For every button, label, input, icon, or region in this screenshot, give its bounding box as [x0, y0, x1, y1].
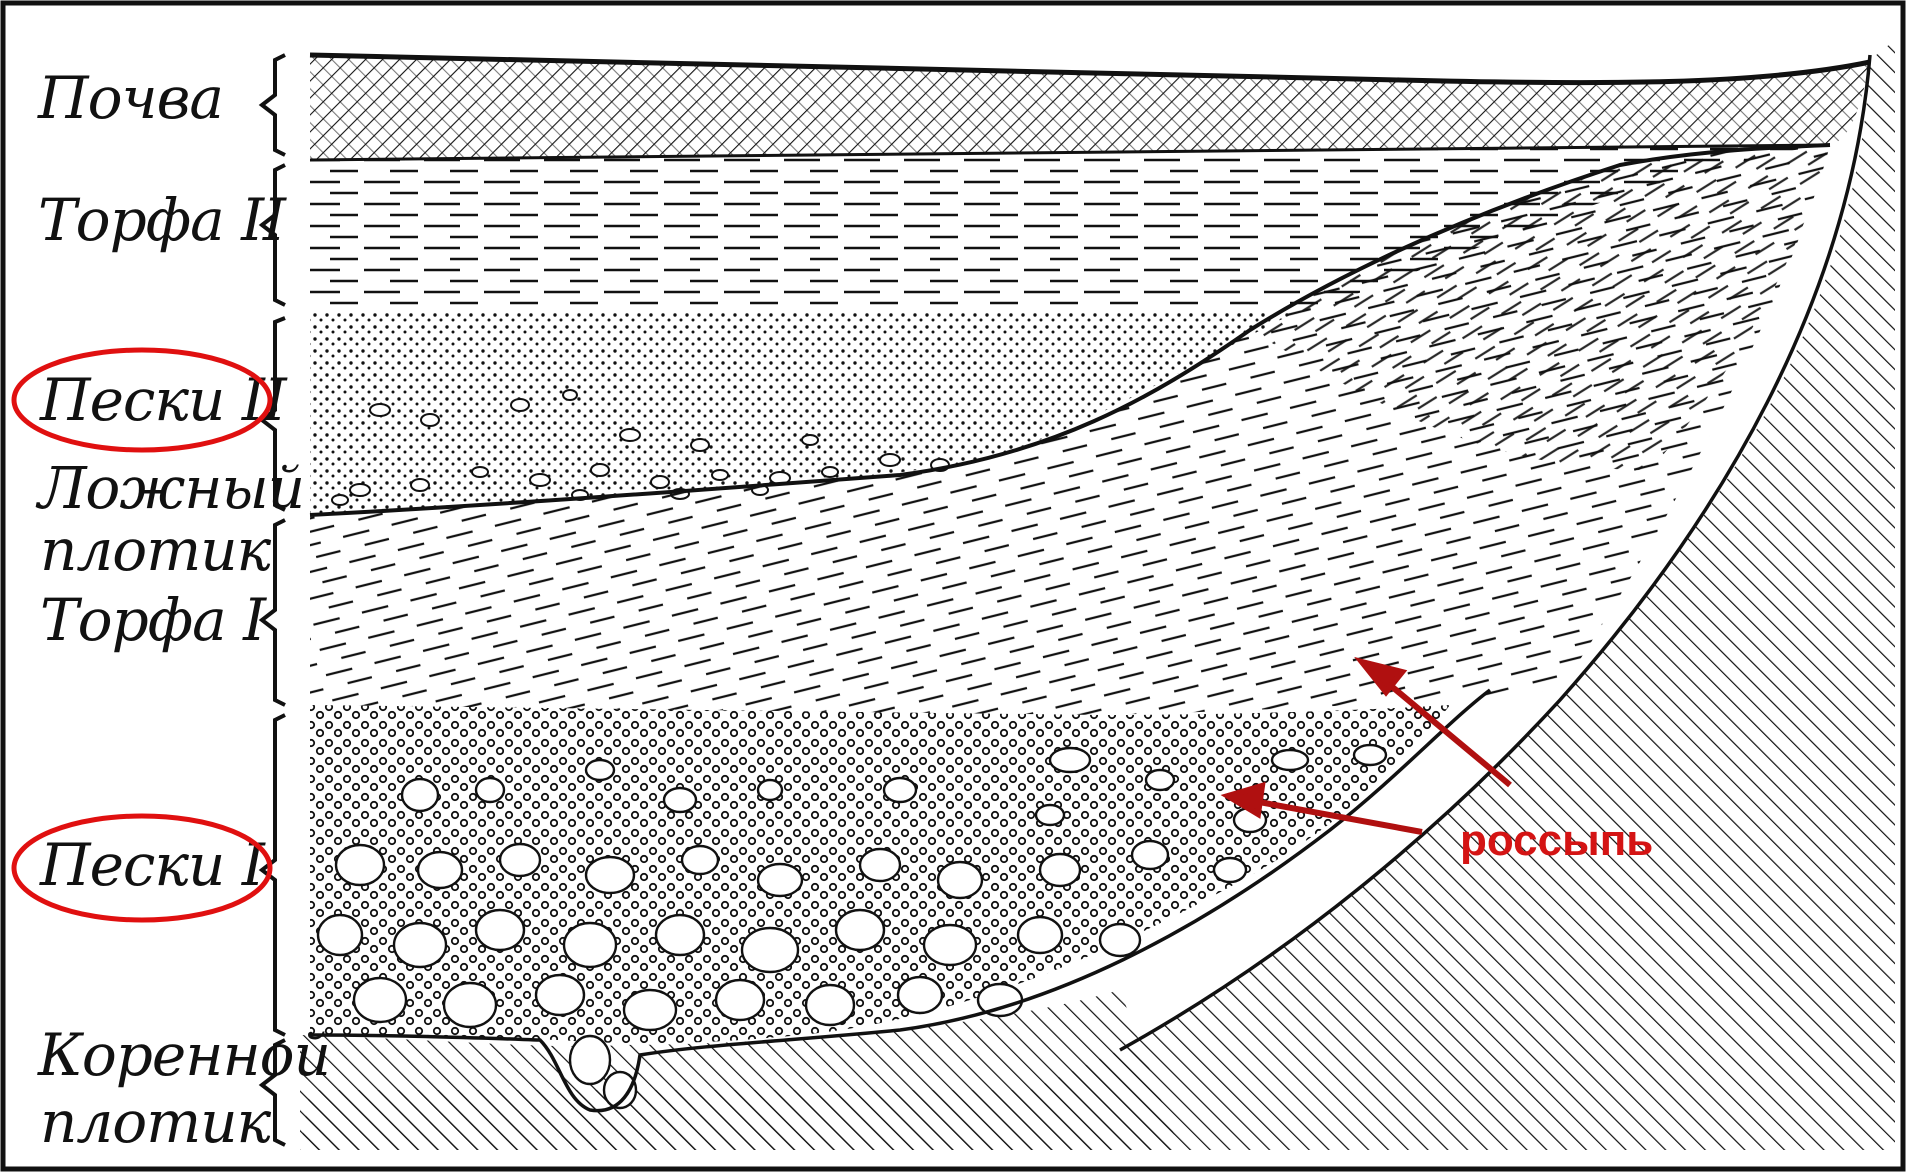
- label-lozhny-plotik-1: Ложный: [35, 454, 304, 522]
- label-pochva: Почва: [37, 64, 223, 132]
- annotation-rossyp: россыпь: [1460, 816, 1653, 865]
- label-peski-1: Пески I: [39, 831, 266, 899]
- label-torfa-2: Торфа II: [38, 186, 287, 254]
- label-korennoy-plotik-1: Коренной: [37, 1021, 330, 1089]
- label-korennoy-plotik-2: плотик: [40, 1088, 272, 1156]
- label-lozhny-plotik-2: плотик: [40, 516, 272, 584]
- label-torfa-1: Торфа I: [40, 586, 267, 654]
